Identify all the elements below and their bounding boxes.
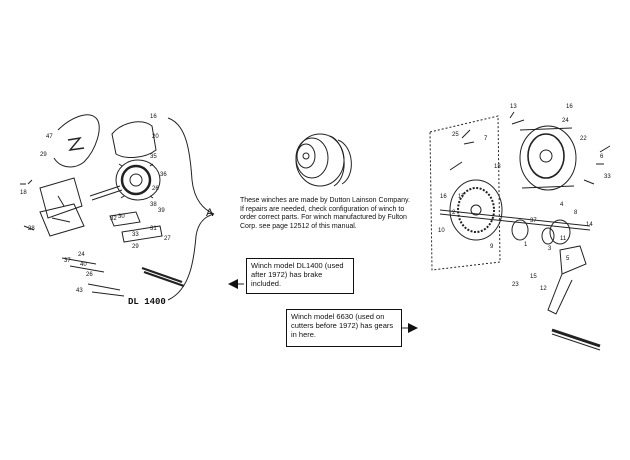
left-callout-18: 37 — [64, 258, 71, 264]
left-callout-8: 38 — [150, 202, 157, 208]
left-note-box: Winch model DL1400 (used after 1972) has… — [246, 258, 354, 294]
center-note: These winches are made by Dutton Lainson… — [240, 197, 410, 230]
left-callout-14: 27 — [164, 236, 171, 242]
left-callout-4: 20 — [152, 134, 159, 140]
right-callout-4: 22 — [580, 136, 587, 142]
left-callout-15: 33 — [132, 232, 139, 238]
right-callout-14: 9 — [490, 244, 494, 250]
right-callout-19: 8 — [574, 210, 578, 216]
right-callout-15: 1 — [524, 242, 528, 248]
left-callout-6: 36 — [160, 172, 167, 178]
right-callout-13: 10 — [438, 228, 445, 234]
left-callout-13: 31 — [150, 226, 157, 232]
left-callout-12: 30 — [118, 214, 125, 220]
callout-letter-a: A — [206, 207, 214, 219]
right-note-box: Winch model 6630 (used on cutters before… — [286, 309, 402, 347]
right-callout-2: 16 — [566, 104, 573, 110]
left-callout-20: 24 — [78, 252, 85, 258]
arrowhead-right — [408, 323, 418, 333]
left-callout-16: 29 — [132, 244, 139, 250]
left-callout-1: 47 — [46, 134, 53, 140]
center-winch-drum — [296, 134, 351, 186]
right-callout-3: 24 — [562, 118, 569, 124]
right-callout-9: 18 — [494, 164, 501, 170]
right-exploded-view — [430, 112, 610, 350]
left-exploded-view — [20, 115, 214, 300]
right-callout-11: 16 — [440, 194, 447, 200]
left-callout-10: 28 — [28, 226, 35, 232]
left-callout-2: 29 — [40, 152, 47, 158]
right-callout-25: 12 — [540, 286, 547, 292]
right-callout-5: 6 — [600, 154, 604, 160]
right-callout-20: 11 — [560, 236, 567, 242]
right-callout-8: 7 — [484, 136, 488, 142]
right-callout-18: 3 — [548, 246, 552, 252]
right-callout-17: 37 — [530, 218, 537, 224]
right-callout-24: 15 — [530, 274, 537, 280]
left-callout-9: 39 — [158, 208, 165, 214]
right-callout-22: 5 — [566, 256, 570, 262]
right-callout-23: 23 — [512, 282, 519, 288]
left-callout-19: 40 — [80, 262, 87, 268]
right-callout-1: 13 — [510, 104, 517, 110]
left-callout-7: 26 — [152, 186, 159, 192]
right-callout-21: 14 — [586, 222, 593, 228]
left-model-label: DL 1400 — [128, 297, 166, 307]
left-callout-17: 18 — [20, 190, 27, 196]
right-callout-16: 4 — [560, 202, 564, 208]
right-callout-7: 25 — [452, 132, 459, 138]
right-callout-10: 17 — [458, 194, 465, 200]
left-callout-3: 16 — [150, 114, 157, 120]
right-callout-12: 2 — [452, 210, 456, 216]
left-callout-5: 35 — [150, 154, 157, 160]
left-callout-21: 26 — [86, 272, 93, 278]
right-callout-6: 33 — [604, 174, 611, 180]
left-callout-22: 43 — [76, 288, 83, 294]
arrowhead-left — [228, 279, 238, 289]
left-callout-11: 32 — [110, 216, 117, 222]
